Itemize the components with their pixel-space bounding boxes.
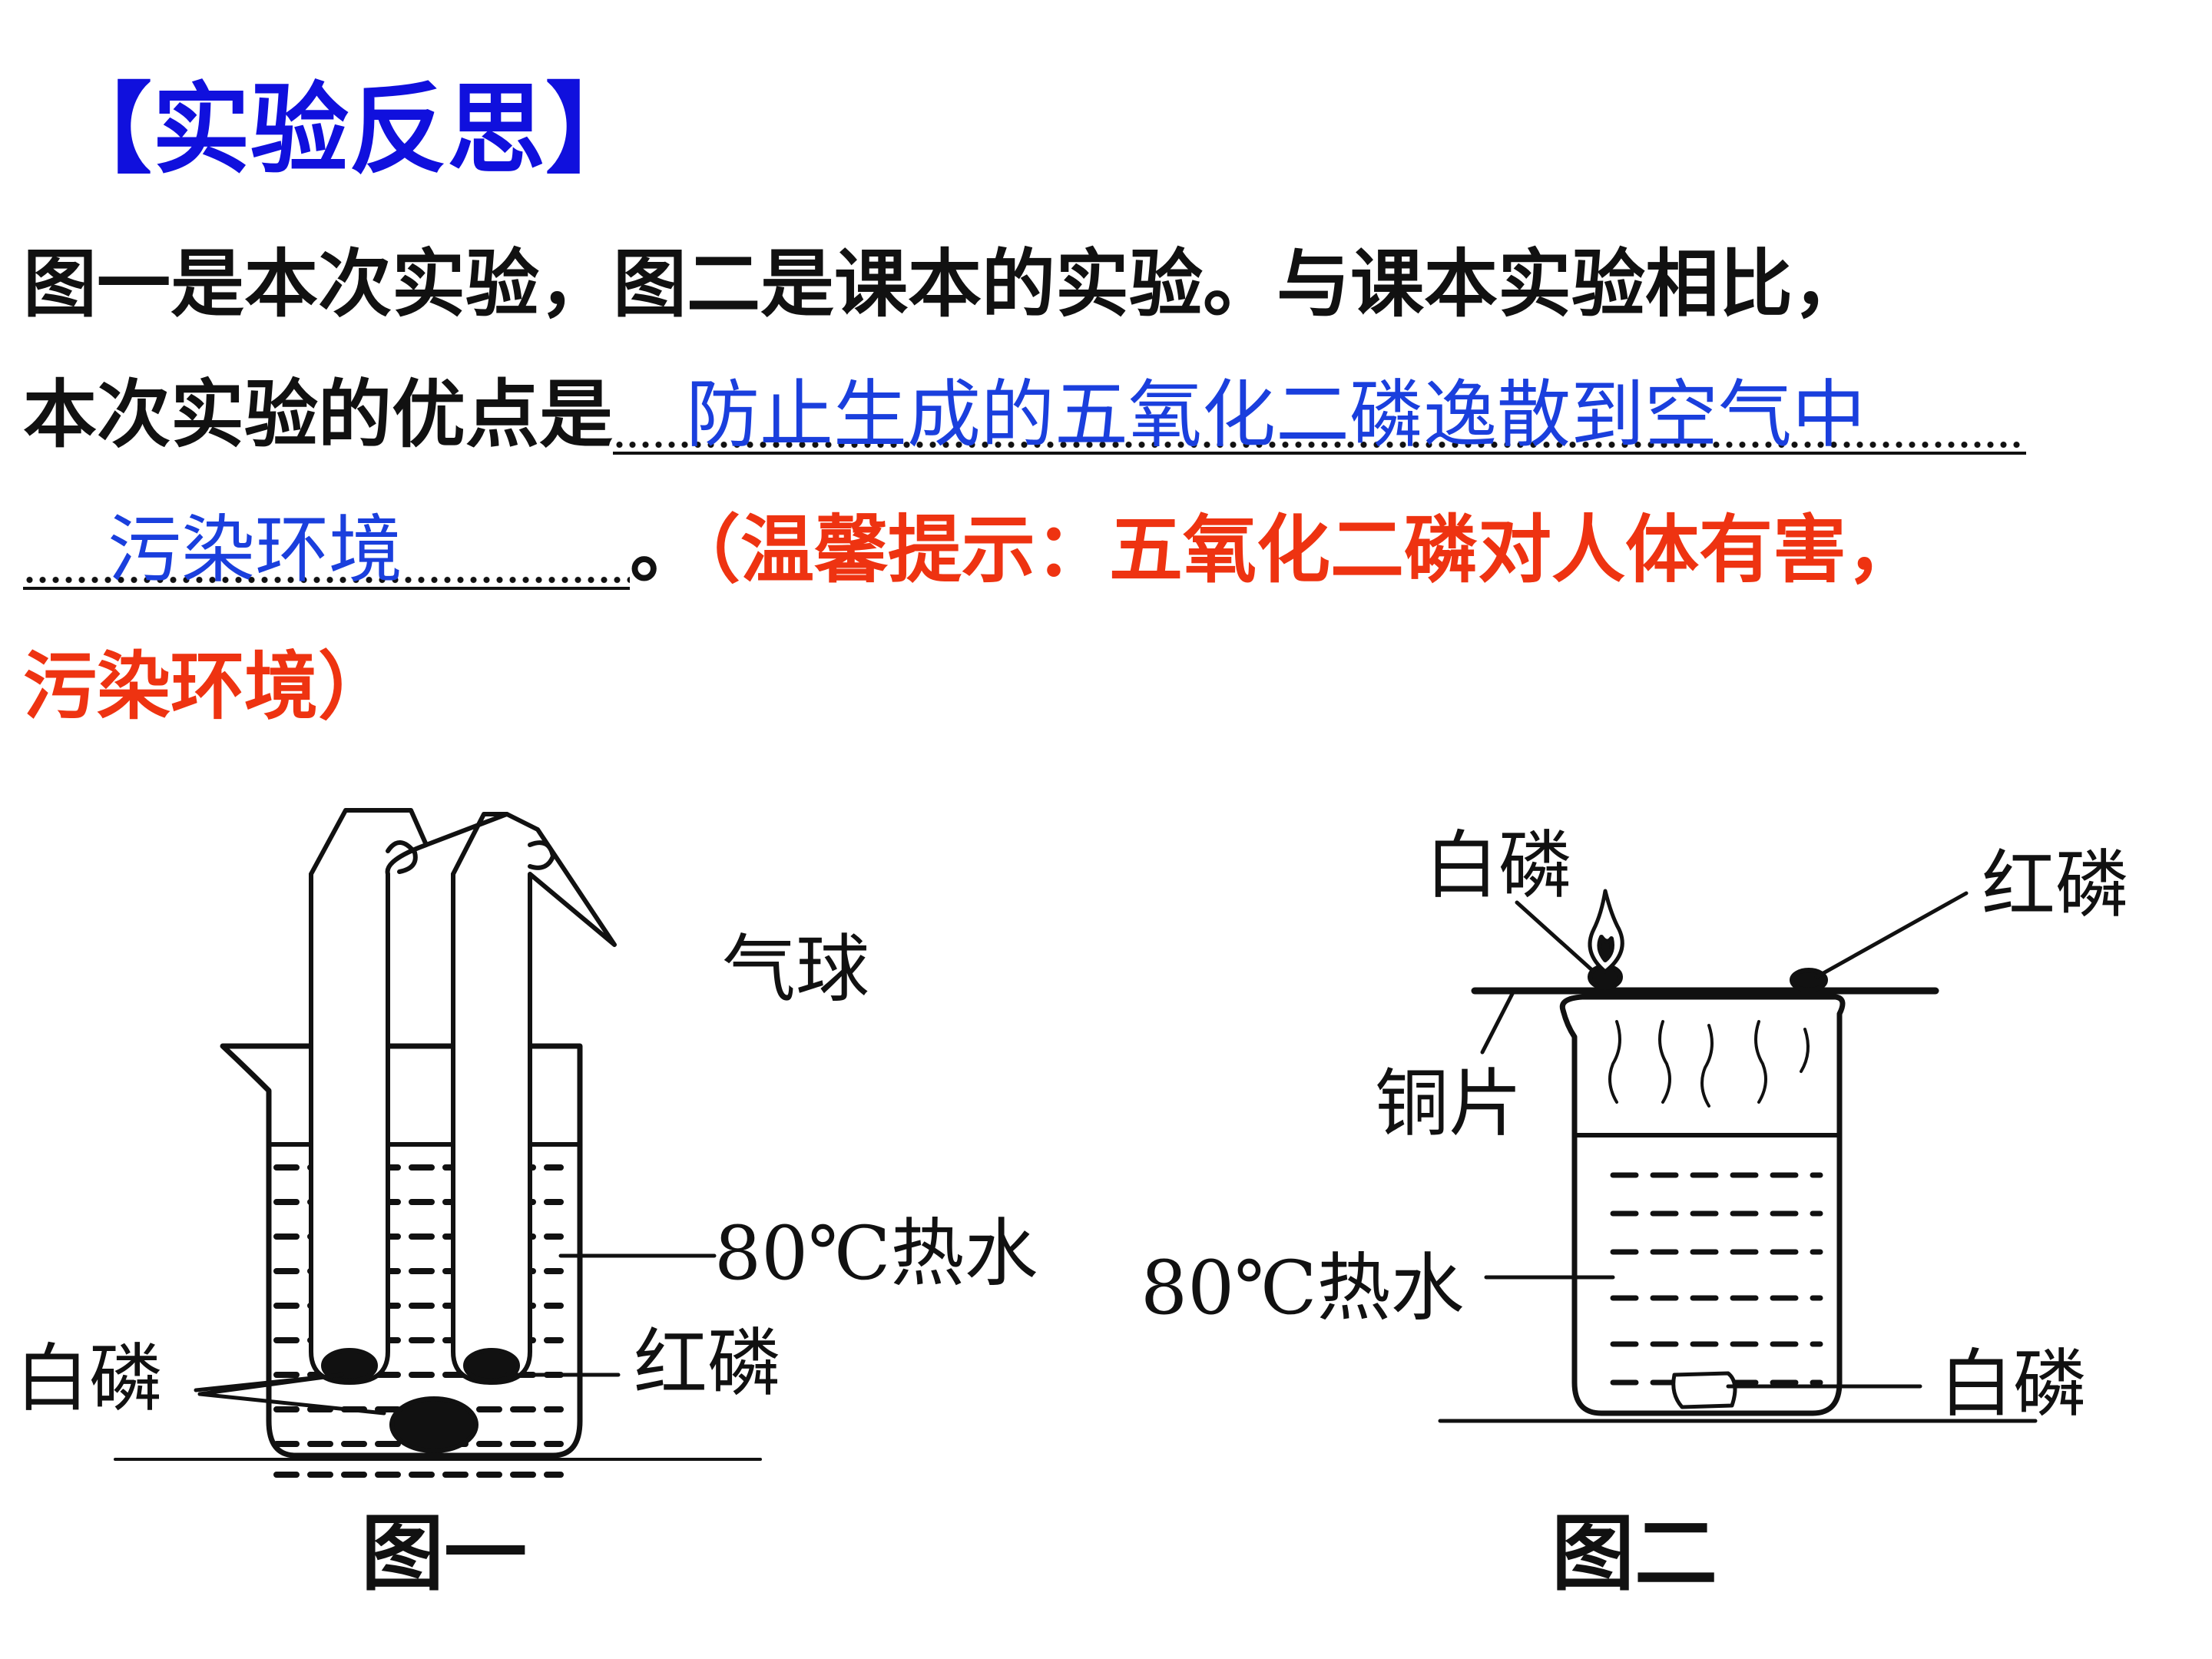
section-heading: 【实验反思】 xyxy=(54,72,644,187)
answer-text-2: 污染环境 xyxy=(108,507,402,593)
fig1-label-balloon: 气球 xyxy=(722,926,869,1012)
fig2-label-copper: 铜片 xyxy=(1375,1061,1522,1147)
fig1-caption: 图一 xyxy=(361,1505,527,1602)
tip-text: （温馨提示：五氧化二磷对人体有害， xyxy=(704,506,1920,593)
fig1-label-hot-water: 80℃热水 xyxy=(714,1210,1038,1296)
fig2-water xyxy=(1610,1172,1823,1386)
dotted-fill xyxy=(613,441,2026,449)
figure-1-apparatus xyxy=(114,808,762,1478)
fig2-label-white-phosphorus-bottom: 白磷 xyxy=(1939,1341,2087,1427)
fig2-caption: 图二 xyxy=(1551,1505,1717,1602)
fig2-white-phosphorus-bottom xyxy=(1671,1371,1737,1409)
fig1-tube-1 xyxy=(309,872,390,1385)
answer-blank-1: 防止生成的五氧化二磷逸散到空气中 xyxy=(613,378,2026,455)
fig2-label-red-phosphorus: 红磷 xyxy=(1982,842,2129,928)
answer-blank-2: 污染环境 xyxy=(23,513,630,590)
fig1-label-white-phosphorus: 白磷 xyxy=(15,1336,163,1422)
tip-continuation: 污染环境） xyxy=(23,643,392,730)
fig2-label-white-phosphorus-top: 白磷 xyxy=(1425,823,1572,909)
fig1-balloon-1 xyxy=(309,808,429,876)
question-line-3: 污染环境。（温馨提示：五氧化二磷对人体有害， xyxy=(23,513,1920,590)
fig1-white-phosphorus xyxy=(321,1348,378,1383)
answer-text-1: 防止生成的五氧化二磷逸散到空气中 xyxy=(686,372,1866,458)
fig1-underwater-phosphorus xyxy=(389,1396,478,1453)
fig1-red-phosphorus xyxy=(463,1348,520,1383)
question-line-1: 图一是本次实验，图二是课本的实验。与课本实验相比， xyxy=(23,240,1866,327)
question-prefix: 本次实验的优点是 xyxy=(23,371,613,458)
fig2-label-hot-water: 80℃热水 xyxy=(1141,1245,1465,1331)
fig2-beaker xyxy=(1559,994,1846,1416)
period: 。 xyxy=(630,506,704,593)
question-line-2: 本次实验的优点是防止生成的五氧化二磷逸散到空气中 xyxy=(23,378,2026,455)
fig1-tube-2 xyxy=(451,872,532,1385)
figure-2-apparatus xyxy=(1438,889,2038,1423)
fig1-label-red-phosphorus: 红磷 xyxy=(634,1320,781,1406)
dotted-fill xyxy=(23,576,630,584)
fig1-beaker xyxy=(220,1043,583,1459)
